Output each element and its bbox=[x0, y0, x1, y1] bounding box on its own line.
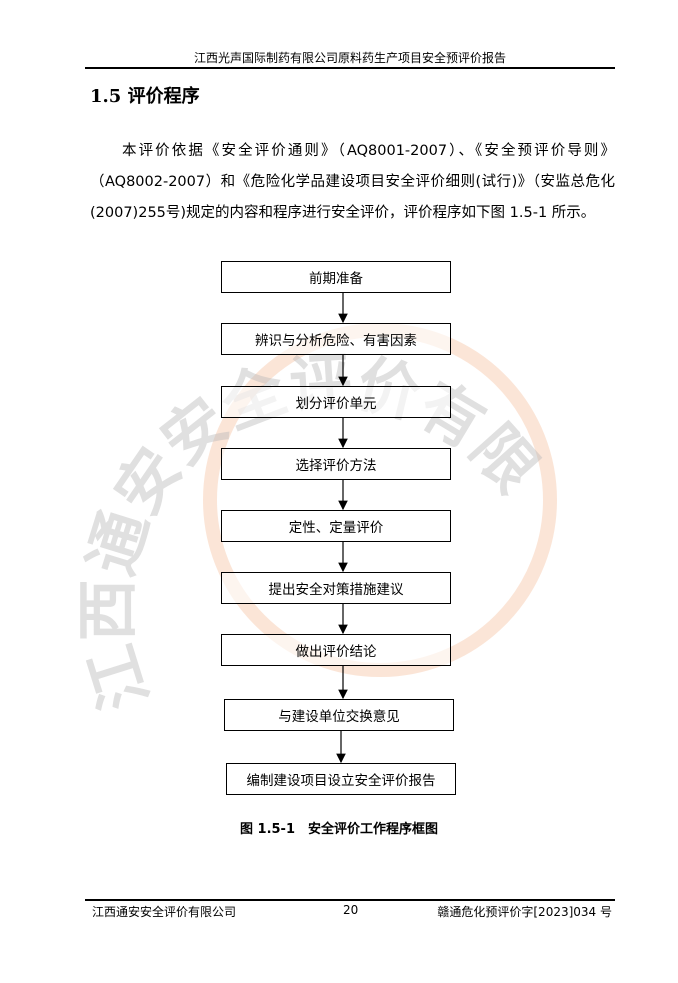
footer-rule bbox=[85, 899, 615, 901]
flow-step: 提出安全对策措施建议 bbox=[221, 572, 451, 604]
page-number: 20 bbox=[343, 903, 359, 917]
flow-step: 辨识与分析危险、有害因素 bbox=[221, 323, 451, 355]
flow-step: 选择评价方法 bbox=[221, 448, 451, 480]
figure-caption: 图 1.5-1 安全评价工作程序框图 bbox=[240, 822, 438, 837]
section-heading: 1.5 评价程序 bbox=[90, 86, 200, 107]
flow-step: 与建设单位交换意见 bbox=[224, 699, 454, 731]
header-rule bbox=[85, 67, 615, 69]
footer-company: 江西通安安全评价有限公司 bbox=[92, 905, 237, 919]
document-number: 赣通危化预评价字[2023]034 号 bbox=[437, 905, 612, 919]
flow-step: 划分评价单元 bbox=[221, 386, 451, 418]
running-header: 江西光声国际制药有限公司原料药生产项目安全预评价报告 bbox=[193, 51, 506, 65]
body-paragraph: 本评价依据《安全评价通则》（AQ8001-2007）、《安全预评价导则》（AQ8… bbox=[90, 143, 615, 221]
flow-step: 编制建设项目设立安全评价报告 bbox=[226, 763, 456, 795]
flow-step: 定性、定量评价 bbox=[221, 510, 451, 542]
flow-step: 前期准备 bbox=[221, 261, 451, 293]
flow-step: 做出评价结论 bbox=[221, 634, 451, 666]
